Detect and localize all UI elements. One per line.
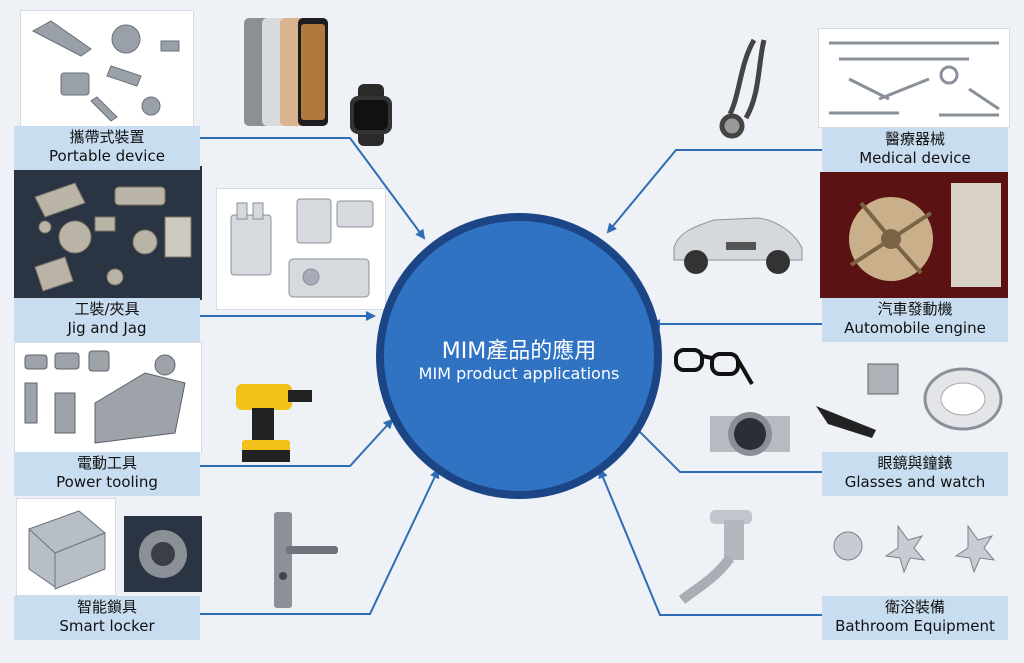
label-en: Medical device	[859, 149, 971, 167]
label-bathroom-equipment: 衛浴裝備 Bathroom Equipment	[822, 596, 1008, 640]
faucet-photo	[674, 500, 796, 610]
glasses-hinge-photo	[808, 396, 890, 444]
car-photo	[666, 198, 808, 282]
label-zh: 電動工具	[76, 454, 137, 472]
label-automobile-engine: 汽車發動機 Automobile engine	[822, 298, 1008, 342]
label-en: Smart locker	[59, 617, 155, 635]
label-en: Automobile engine	[844, 319, 986, 337]
label-zh: 醫療器械	[884, 130, 945, 148]
watch-case-photo	[918, 362, 1008, 436]
portable-parts-photo	[20, 10, 194, 130]
label-jig-and-jag: 工裝/夾具 Jig and Jag	[14, 298, 200, 342]
label-zh: 眼鏡與鐘錶	[877, 454, 953, 472]
label-glasses-and-watch: 眼鏡與鐘錶 Glasses and watch	[822, 452, 1008, 496]
lock-cylinder-photo	[124, 516, 202, 592]
arrow-bathroom-equipment	[598, 468, 822, 616]
arrow-power-tooling	[200, 418, 394, 467]
grippers-photo	[216, 188, 386, 310]
smartphones-photo	[240, 14, 332, 132]
glasses-photo	[672, 340, 754, 390]
label-zh: 工裝/夾具	[74, 300, 140, 318]
label-portable-device: 攜帶式裝置 Portable device	[14, 126, 200, 170]
hub-title-en: MIM product applications	[418, 364, 620, 383]
surgical-instruments-photo	[818, 28, 1010, 128]
label-power-tooling: 電動工具 Power tooling	[14, 452, 200, 496]
watch-link-photo	[862, 360, 908, 400]
label-medical-device: 醫療器械 Medical device	[822, 128, 1008, 172]
power-tool-parts-photo	[14, 342, 202, 454]
label-zh: 汽車發動機	[877, 300, 953, 318]
smartwatch-photo	[344, 84, 400, 146]
arrow-portable-device	[200, 137, 426, 240]
label-en: Bathroom Equipment	[835, 617, 995, 635]
turbocharger-photo	[820, 172, 1008, 298]
label-zh: 衛浴裝備	[884, 598, 945, 616]
label-en: Portable device	[49, 147, 165, 165]
arrow-glasses-and-watch	[630, 422, 822, 473]
jig-parts-photo	[14, 166, 202, 300]
power-drill-photo	[232, 368, 318, 466]
arrow-smart-locker	[200, 468, 440, 615]
door-handle-photo	[262, 506, 342, 610]
center-hub: MIM產品的應用 MIM product applications	[376, 213, 662, 499]
lock-housing-photo	[16, 498, 116, 596]
wristwatch-photo	[706, 398, 794, 468]
stethoscope-photo	[700, 34, 778, 142]
label-en: Power tooling	[56, 473, 158, 491]
label-zh: 攜帶式裝置	[69, 128, 145, 146]
label-en: Jig and Jag	[67, 319, 147, 337]
arrow-medical-device	[606, 149, 822, 234]
label-smart-locker: 智能鎖具 Smart locker	[14, 596, 200, 640]
label-zh: 智能鎖具	[76, 598, 137, 616]
label-en: Glasses and watch	[844, 473, 986, 491]
tap-handles-photo	[818, 516, 1008, 578]
hub-title-zh: MIM產品的應用	[441, 339, 597, 364]
